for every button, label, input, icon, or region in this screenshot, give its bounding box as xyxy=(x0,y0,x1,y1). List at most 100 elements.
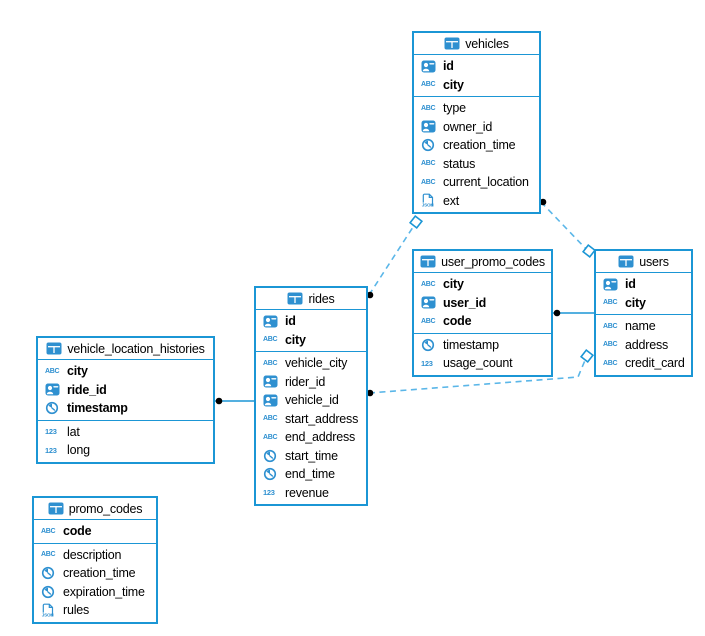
table-header[interactable]: users xyxy=(596,251,691,273)
uuid-type-icon xyxy=(263,394,278,407)
column-name: credit_card xyxy=(625,356,685,371)
column-row[interactable]: id xyxy=(256,312,366,331)
table-title: user_promo_codes xyxy=(441,254,545,269)
string-type-icon: ABC xyxy=(603,341,618,349)
column-row[interactable]: timestamp xyxy=(38,399,213,418)
column-name: vehicle_id xyxy=(285,393,339,408)
column-name: owner_id xyxy=(443,119,493,134)
timestamp-type-icon xyxy=(41,585,55,599)
column-name: end_time xyxy=(285,467,335,482)
column-row[interactable]: JSON rules xyxy=(34,601,156,620)
column-name: status xyxy=(443,156,476,171)
column-row[interactable]: id xyxy=(414,57,539,76)
column-name: vehicle_city xyxy=(285,356,348,371)
json-type-icon: JSON xyxy=(421,193,435,208)
relationship-vehicles-users xyxy=(540,201,588,251)
svg-text:JSON: JSON xyxy=(42,612,55,617)
table-title: vehicles xyxy=(465,36,509,51)
table-header[interactable]: vehicles xyxy=(414,33,539,55)
column-row[interactable]: end_time xyxy=(256,465,366,484)
column-name: address xyxy=(625,337,669,352)
column-row[interactable]: ABC address xyxy=(596,336,691,355)
table-title: users xyxy=(639,254,669,269)
table-header[interactable]: vehicle_location_histories xyxy=(38,338,213,360)
column-row[interactable]: ABC city xyxy=(414,275,551,294)
string-type-icon: ABC xyxy=(45,367,60,375)
column-name: rules xyxy=(63,603,90,618)
connector-square-marker xyxy=(579,348,595,364)
column-name: code xyxy=(63,524,92,539)
table-title: rides xyxy=(308,291,335,306)
column-name: end_address xyxy=(285,430,356,445)
column-name: user_id xyxy=(443,295,487,310)
column-row[interactable]: expiration_time xyxy=(34,583,156,602)
column-name: lat xyxy=(67,424,80,439)
uuid-type-icon xyxy=(421,296,436,309)
column-row[interactable]: creation_time xyxy=(414,136,539,155)
string-type-icon: ABC xyxy=(421,280,436,288)
column-row[interactable]: ABC city xyxy=(38,362,213,381)
table-header[interactable]: user_promo_codes xyxy=(414,251,551,273)
column-name: timestamp xyxy=(443,337,499,352)
timestamp-type-icon xyxy=(421,138,435,152)
column-row[interactable]: user_id xyxy=(414,294,551,313)
string-type-icon: ABC xyxy=(421,178,436,186)
column-name: type xyxy=(443,101,466,116)
connector-square-marker xyxy=(408,214,424,230)
column-row[interactable]: id xyxy=(596,275,691,294)
string-type-icon: ABC xyxy=(41,551,56,559)
column-name: id xyxy=(285,314,296,329)
column-name: timestamp xyxy=(67,401,128,416)
table-icon xyxy=(444,37,460,50)
table-header[interactable]: rides xyxy=(256,288,366,310)
column-row[interactable]: rider_id xyxy=(256,373,366,392)
string-type-icon: ABC xyxy=(263,336,278,344)
table-header[interactable]: promo_codes xyxy=(34,498,156,520)
column-row[interactable]: ride_id xyxy=(38,381,213,400)
column-row[interactable]: timestamp xyxy=(414,336,551,355)
column-name: city xyxy=(67,364,88,379)
uuid-type-icon xyxy=(45,383,60,396)
table-icon xyxy=(287,292,303,305)
column-name: revenue xyxy=(285,485,329,500)
column-name: city xyxy=(625,295,646,310)
table-vehicle_location_histories[interactable]: vehicle_location_histories ABC city ride_i… xyxy=(36,336,215,464)
string-type-icon: ABC xyxy=(603,322,618,330)
column-name: start_address xyxy=(285,411,359,426)
column-name: city xyxy=(443,277,464,292)
svg-text:JSON: JSON xyxy=(422,203,435,208)
column-row[interactable]: owner_id xyxy=(414,118,539,137)
uuid-type-icon xyxy=(421,120,436,133)
column-row[interactable]: creation_time xyxy=(34,564,156,583)
column-row[interactable]: vehicle_id xyxy=(256,391,366,410)
column-row[interactable]: start_time xyxy=(256,447,366,466)
